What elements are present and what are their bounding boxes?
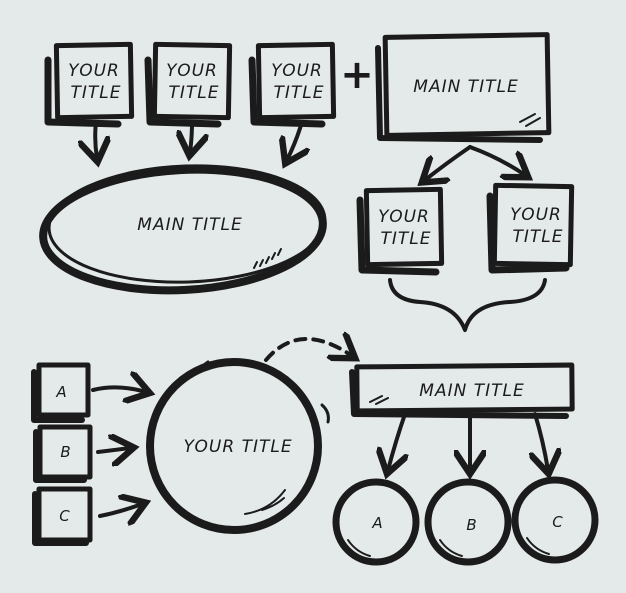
down-arrows-top: [95, 120, 302, 160]
right-box-2-line2: TITLE: [513, 227, 564, 247]
bottom-circle-c-label: C: [552, 513, 563, 531]
top-box-3-line1: YOUR: [271, 61, 323, 81]
right-box-1: YOUR TITLE: [356, 186, 445, 276]
right-box-2: YOUR TITLE: [486, 182, 575, 274]
right-box-1-line2: TITLE: [381, 229, 432, 249]
bar-arrows: [388, 412, 548, 470]
top-box-1-line1: YOUR: [68, 61, 120, 81]
circle-title: YOUR TITLE: [183, 437, 292, 457]
bottom-circle-c: C: [511, 476, 599, 564]
top-box-2: YOUR TITLE: [144, 41, 233, 128]
abc-box-a: A: [31, 362, 91, 423]
main-title-box-top-label: MAIN TITLE: [413, 77, 518, 97]
plus-sign: +: [340, 52, 374, 98]
top-box-3-line2: TITLE: [274, 83, 325, 103]
arrow-down-icon: [190, 120, 192, 152]
abc-box-b-label: B: [60, 443, 71, 461]
abc-box-a-label: A: [55, 383, 67, 401]
top-box-1-line2: TITLE: [71, 83, 122, 103]
abc-box-c: C: [32, 486, 93, 546]
brace-icon: [388, 278, 547, 332]
arrow-down-icon: [95, 120, 97, 158]
main-title-ellipse: MAIN TITLE: [39, 164, 327, 295]
top-box-1: YOUR TITLE: [44, 41, 135, 128]
top-box-3: YOUR TITLE: [248, 41, 337, 128]
abc-box-b: B: [33, 424, 93, 483]
dashed-arrow-icon: [264, 339, 352, 362]
ellipse-title: MAIN TITLE: [137, 215, 242, 235]
main-title-box-top: MAIN TITLE: [375, 32, 552, 143]
your-title-circle: YOUR TITLE: [146, 358, 330, 534]
top-box-2-line2: TITLE: [169, 83, 220, 103]
main-bar-title: MAIN TITLE: [419, 381, 524, 401]
arrow-down-icon: [287, 120, 302, 160]
right-box-2-line1: YOUR: [510, 205, 562, 225]
bottom-circle-b: B: [424, 478, 512, 566]
top-box-2-line1: YOUR: [166, 61, 218, 81]
split-arrows: [425, 145, 525, 180]
abc-box-c-label: C: [59, 507, 70, 525]
abc-arrows: [91, 387, 146, 516]
bottom-circle-a-label: A: [371, 514, 383, 532]
bottom-circle-a: A: [332, 478, 420, 566]
main-title-bar: MAIN TITLE: [349, 362, 575, 419]
right-box-1-line1: YOUR: [378, 207, 430, 227]
bottom-circle-b-label: B: [466, 516, 477, 534]
